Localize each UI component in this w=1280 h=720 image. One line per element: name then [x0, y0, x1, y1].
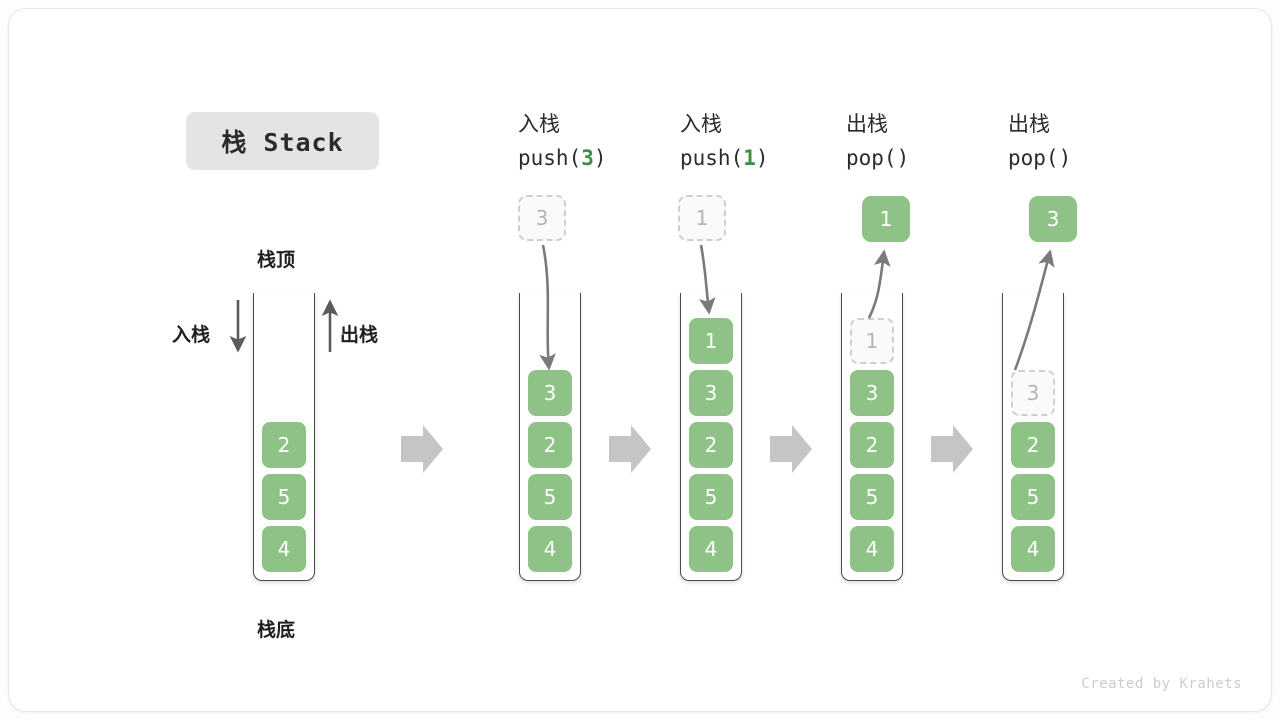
stack-cells: 4 5 2 3 [1007, 367, 1059, 575]
stack-cell: 5 [528, 474, 572, 520]
stack-cells: 4 5 2 3 1 [846, 315, 898, 575]
float-box-pop-1: 1 [862, 196, 910, 242]
float-box-value: 1 [879, 207, 893, 231]
float-box-value: 3 [1046, 207, 1060, 231]
op-caption-code: pop() [1008, 146, 1072, 170]
stack-cells: 4 5 2 [258, 419, 310, 575]
stack-cells: 4 5 2 3 1 [685, 315, 737, 575]
op-caption-code: push(1) [680, 146, 769, 170]
stack-cell: 4 [689, 526, 733, 572]
op-caption-cn: 入栈 [518, 112, 560, 136]
stack-initial: 4 5 2 [253, 293, 315, 581]
stack-cell: 4 [528, 526, 572, 572]
stack-cell: 2 [1011, 422, 1055, 468]
op-caption-code: push(3) [518, 146, 607, 170]
stack-cell: 2 [689, 422, 733, 468]
stack-cells: 4 5 2 3 [524, 367, 576, 575]
op-caption-push-3: 入栈 push(3) [518, 107, 607, 175]
stack-cell: 5 [1011, 474, 1055, 520]
stack-after-push-3: 4 5 2 3 [519, 293, 581, 581]
op-caption-pop-1: 出栈 pop() [846, 107, 909, 175]
op-caption-code: pop() [846, 146, 910, 170]
stack-cell-ghost: 1 [850, 318, 894, 364]
float-box-pop-3: 3 [1029, 196, 1077, 242]
stack-cell: 5 [850, 474, 894, 520]
float-box-push-1: 1 [678, 195, 726, 241]
stack-cell: 5 [689, 474, 733, 520]
stack-top-label: 栈顶 [257, 249, 296, 271]
push-side-label: 入栈 [172, 324, 211, 346]
title-badge: 栈 Stack [186, 112, 379, 170]
stack-cell: 2 [262, 422, 306, 468]
op-caption-cn: 出栈 [1008, 112, 1050, 136]
stack-cell: 3 [528, 370, 572, 416]
stack-cell: 3 [850, 370, 894, 416]
float-box-push-3: 3 [518, 195, 566, 241]
float-box-value: 1 [695, 206, 709, 230]
stack-cell: 1 [689, 318, 733, 364]
op-caption-cn: 出栈 [846, 112, 888, 136]
stack-cell: 4 [850, 526, 894, 572]
stack-after-push-1: 4 5 2 3 1 [680, 293, 742, 581]
stack-cell: 3 [689, 370, 733, 416]
op-caption-pop-3: 出栈 pop() [1008, 107, 1071, 175]
stack-cell-ghost: 3 [1011, 370, 1055, 416]
float-box-value: 3 [535, 206, 549, 230]
stack-cell: 5 [262, 474, 306, 520]
credit-footer: Created by Krahets [1081, 676, 1242, 692]
op-caption-cn: 入栈 [680, 112, 722, 136]
stack-cell: 4 [1011, 526, 1055, 572]
stack-after-pop-3: 4 5 2 3 [1002, 293, 1064, 581]
stack-bottom-label: 栈底 [257, 619, 296, 641]
stack-after-pop-1: 4 5 2 3 1 [841, 293, 903, 581]
op-caption-push-1: 入栈 push(1) [680, 107, 769, 175]
stack-cell: 2 [850, 422, 894, 468]
pop-side-label: 出栈 [340, 324, 379, 346]
stack-cell: 2 [528, 422, 572, 468]
stack-cell: 4 [262, 526, 306, 572]
